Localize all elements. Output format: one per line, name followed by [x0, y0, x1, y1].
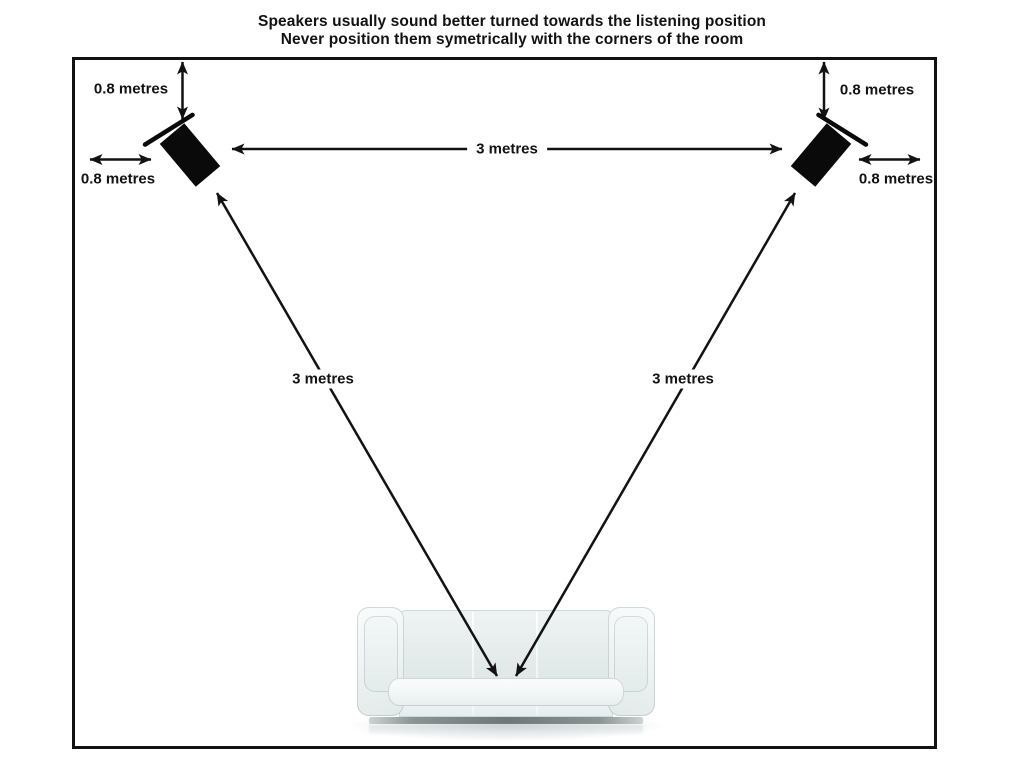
title-line-2: Never position them symetrically with th…	[280, 31, 744, 48]
label-left-side-clearance: 0.8 metres	[80, 170, 156, 188]
sofa-plinth	[369, 717, 643, 724]
label-left-top-clearance: 0.8 metres	[93, 80, 169, 98]
diagram-title: Speakers usually sound better turned tow…	[0, 13, 1024, 49]
room-outline	[72, 57, 937, 749]
title-line-1: Speakers usually sound better turned tow…	[258, 13, 766, 30]
label-right-top-clearance: 0.8 metres	[839, 81, 915, 99]
sofa-reflection	[369, 725, 643, 734]
label-between-speakers: 3 metres	[467, 139, 547, 159]
label-right-listener-distance: 3 metres	[643, 369, 723, 389]
label-left-listener-distance: 3 metres	[283, 369, 363, 389]
label-right-side-clearance: 0.8 metres	[858, 170, 934, 188]
sofa-seat-cushion	[388, 678, 624, 706]
sofa	[349, 607, 663, 742]
